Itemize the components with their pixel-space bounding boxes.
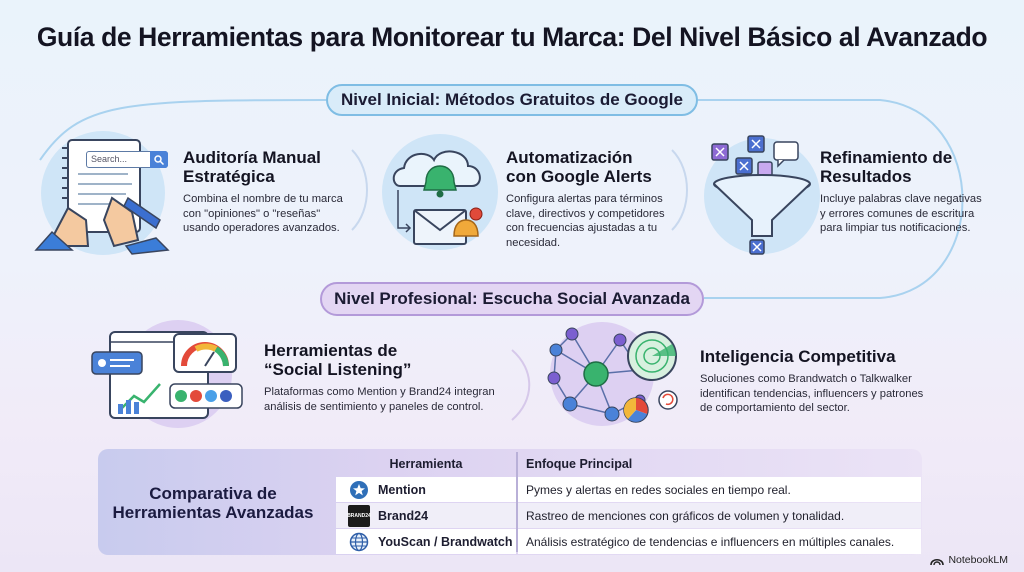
competitive-intelligence-desc-3: de comportamiento del sector. [700,402,850,414]
right-hand-icon [102,196,140,248]
google-alerts-block: Automatización con Google Alerts Configu… [506,148,676,250]
social-listening-illustration [91,320,243,428]
brand24-logo: BRAND24 [347,504,371,527]
table-row: Mention Pymes y alertas en redes sociale… [336,477,921,502]
google-alerts-desc-2: clave, directivos y competidores [506,207,665,220]
google-alerts-desc-4: necesidad. [506,236,561,249]
refinement-desc-2: y errores comunes de escritura [820,207,975,220]
competitive-intelligence-illustration [547,322,678,426]
manual-audit-title-2: Estratégica [183,167,275,186]
social-listening-desc-1: Plataformas como Mention y Brand24 integ… [264,386,495,398]
refinement-title-2: Resultados [820,167,912,186]
level-basic-pill: Nivel Inicial: Métodos Gratuitos de Goog… [326,84,698,116]
tool-name: Brand24 [378,508,429,523]
comparison-table: Herramienta Enfoque Principal Mention Py… [336,452,921,554]
social-listening-block: Herramientas de “Social Listening” Plata… [264,341,504,414]
refinement-block: Refinamiento de Resultados Incluye palab… [820,148,1000,236]
column-header-tool: Herramienta [389,457,463,471]
table-row: BRAND24 Brand24 Rastreo de menciones con… [336,503,921,528]
google-alerts-title-2: con Google Alerts [506,167,652,186]
social-listening-title-2: “Social Listening” [264,360,412,379]
competitive-intelligence-block: Inteligencia Competitiva Soluciones como… [700,347,940,416]
table-row: YouScan / Brandwatch Análisis estratégic… [336,529,921,554]
refinement-title: Refinamiento de [820,148,953,167]
level-pro-pill: Nivel Profesional: Escucha Social Avanza… [320,282,704,316]
tool-focus: Rastreo de menciones con gráficos de vol… [526,508,845,523]
tool-focus: Pymes y alertas en redes sociales en tie… [526,482,791,497]
refinement-illustration [704,135,820,255]
facebook-icon [220,390,232,402]
twitter-icon [205,390,217,402]
manual-audit-title: Auditoría Manual [183,148,321,167]
search-icon [150,151,168,168]
tool-name: YouScan / Brandwatch [378,534,513,549]
chat-bubble-icon [773,141,799,161]
comparison-title-line1: Comparativa de [149,484,277,503]
search-input: Search... [86,151,168,168]
manual-audit-block: Auditoría Manual Estratégica Combina el … [183,148,353,236]
happy-face-icon [175,390,187,402]
bell-icon [423,165,457,191]
pen-icon [123,196,161,230]
notebooklm-badge: NotebookLM [930,554,1008,566]
column-header-focus: Enfoque Principal [526,457,633,471]
comparison-title: Comparativa de Herramientas Avanzadas [108,484,318,522]
refinement-desc-3: para limpiar tus notificaciones. [820,222,971,234]
refinement-desc-1: Incluye palabras clave negativas [820,193,982,205]
angry-face-icon [190,390,202,402]
notebooklm-label: NotebookLM [948,554,1008,566]
table-header-row: Herramienta Enfoque Principal [336,452,921,476]
competitive-intelligence-title: Inteligencia Competitiva [700,347,896,366]
competitive-intelligence-desc-2: identifican tendencias, influencers y pa… [700,387,924,400]
refresh-icon [658,390,678,410]
manual-audit-desc-3: usando operadores avanzados. [183,222,340,234]
google-alerts-illustration [382,134,498,250]
comparison-title-line2: Herramientas Avanzadas [112,503,314,522]
social-listening-title: Herramientas de [264,341,398,360]
manual-audit-desc-1: Combina el nombre de tu marca [183,193,343,205]
notebooklm-logo-icon [930,558,945,566]
manual-audit-illustration [34,131,170,255]
google-alerts-desc-1: Configura alertas para términos [506,193,663,205]
social-listening-desc-2: análisis de sentimiento y paneles de con… [264,400,484,413]
notification-bell-icon [453,219,479,237]
tool-focus: Análisis estratégico de tendencias e inf… [526,534,895,549]
competitive-intelligence-desc-1: Soluciones como Brandwatch o Talkwalker [700,373,912,385]
tool-name: Mention [378,482,426,497]
google-alerts-desc-3: con frecuencias ajustadas a tu [506,222,658,234]
star-icon [348,479,370,501]
google-alerts-title: Automatización [506,148,633,167]
globe-icon [348,531,370,553]
chat-bubble-icon [91,351,143,375]
brand24-logo-text: BRAND24 [347,512,371,519]
sentiment-gauge-icon [173,333,237,373]
page-title: Guía de Herramientas para Monitorear tu … [36,22,988,52]
manual-audit-desc-2: con "opiniones" o "reseñas" [183,207,321,220]
